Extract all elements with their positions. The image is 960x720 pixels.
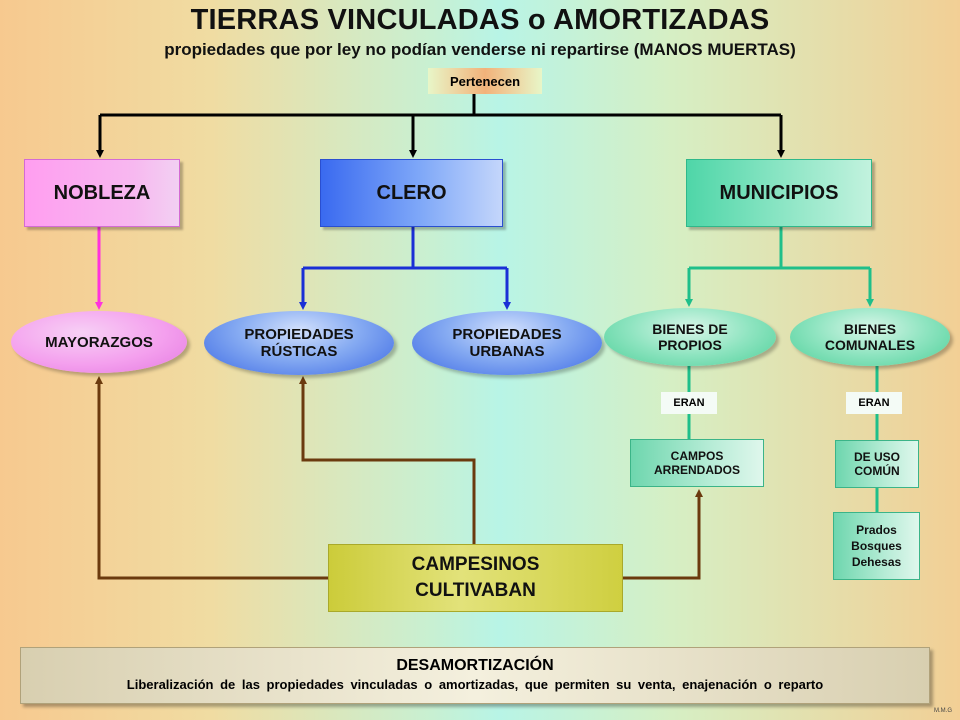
desamortizacion-title: DESAMORTIZACIÓN: [396, 657, 554, 674]
nobleza-box: NOBLEZA: [24, 159, 180, 227]
page-title: TIERRAS VINCULADAS o AMORTIZADAS: [190, 4, 770, 36]
eran-label-propios: ERAN: [661, 392, 717, 414]
propiedades-urbanas-ellipse: PROPIEDADES URBANAS: [412, 311, 602, 375]
uso-comun-line-2: COMÚN: [854, 464, 900, 478]
rusticas-line-1: PROPIEDADES: [244, 326, 354, 343]
desamortizacion-panel: DESAMORTIZACIÓN Liberalización de las pr…: [20, 647, 930, 704]
page-subtitle: propiedades que por ley no podían vender…: [164, 40, 796, 59]
campos-line-2: ARRENDADOS: [653, 463, 740, 477]
clero-box: CLERO: [320, 159, 503, 227]
urbanas-line-1: PROPIEDADES: [452, 326, 562, 343]
uso-comun-line-1: DE USO: [853, 450, 900, 464]
prados-line-1: Prados: [856, 523, 897, 537]
uso-comun-box: DE USO COMÚN: [835, 440, 919, 488]
clero-connectors: [299, 227, 511, 310]
prados-line-3: Dehesas: [851, 555, 902, 569]
propiedades-rusticas-ellipse: PROPIEDADES RÚSTICAS: [204, 311, 394, 375]
rusticas-line-2: RÚSTICAS: [260, 343, 338, 360]
comunales-line-2: COMUNALES: [824, 337, 916, 353]
municipios-connectors: [685, 227, 879, 512]
pertenecen-connectors: [96, 94, 785, 158]
author-signature: M.M.G: [934, 708, 952, 714]
urbanas-line-2: URBANAS: [469, 343, 545, 360]
bienes-propios-ellipse: BIENES DE PROPIOS: [604, 308, 776, 366]
campesinos-box: CAMPESINOS CULTIVABAN: [328, 544, 623, 612]
desamortizacion-text: Liberalización de las propiedades vincul…: [126, 677, 824, 692]
municipios-box: MUNICIPIOS: [686, 159, 872, 227]
pertenecen-label: Pertenecen: [428, 68, 542, 94]
mayorazgos-ellipse: MAYORAZGOS: [11, 311, 187, 373]
comunales-line-1: BIENES: [843, 321, 897, 337]
campos-arrendados-box: CAMPOS ARRENDADOS: [630, 439, 764, 487]
campesinos-line-1: CAMPESINOS: [411, 554, 540, 575]
campesinos-line-2: CULTIVABAN: [415, 580, 536, 601]
prados-line-2: Bosques: [851, 539, 902, 553]
campos-line-1: CAMPOS: [670, 449, 724, 463]
eran-label-comunales: ERAN: [846, 392, 902, 414]
propios-line-1: BIENES DE: [652, 321, 728, 337]
bienes-comunales-ellipse: BIENES COMUNALES: [790, 308, 950, 366]
campesinos-connectors: [95, 376, 703, 580]
prados-bosques-dehesas-box: Prados Bosques Dehesas: [833, 512, 920, 580]
propios-line-2: PROPIOS: [658, 337, 722, 353]
